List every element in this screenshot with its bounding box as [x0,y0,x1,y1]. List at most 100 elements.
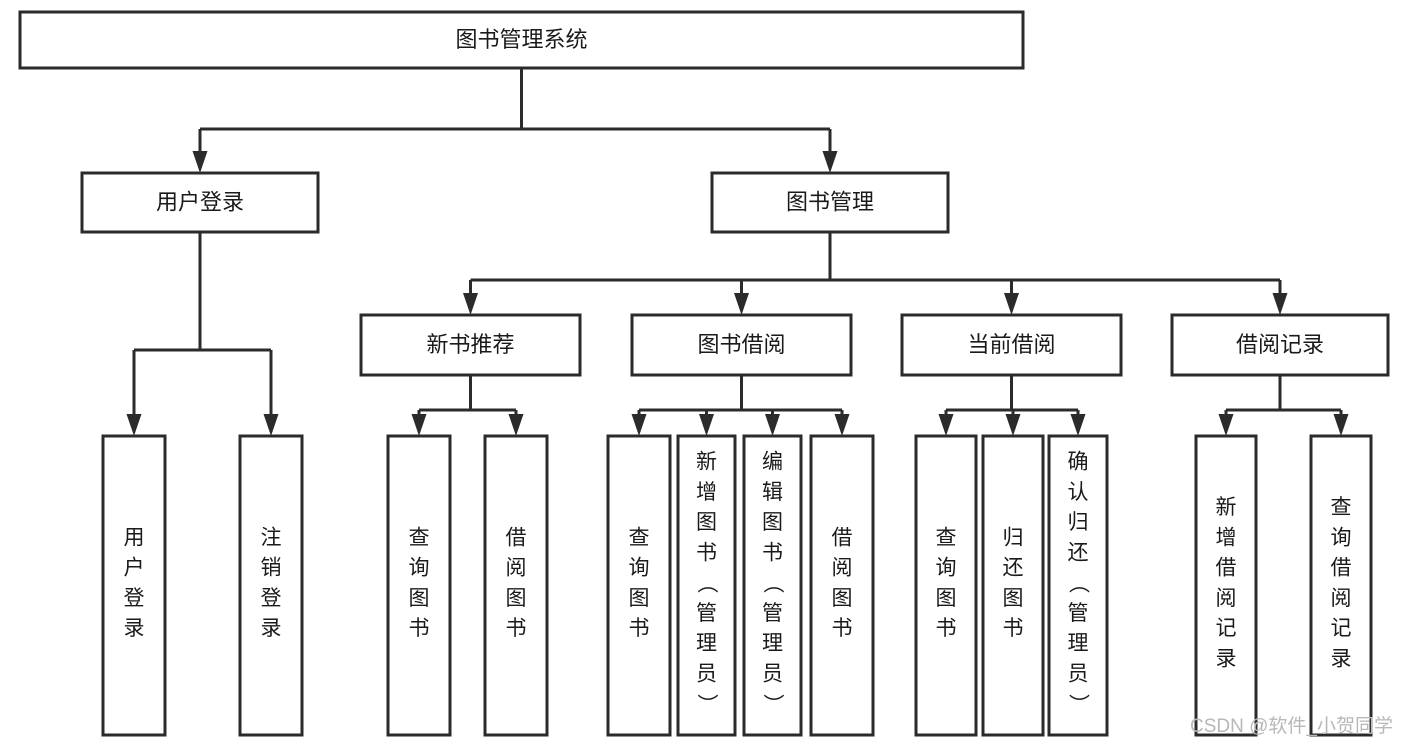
node-user-login[interactable]: 用户登录 [80,171,320,234]
node-label-char: 书 [409,617,430,640]
node-box[interactable] [981,434,1045,737]
node-label-char: 编 [762,451,783,474]
node-label-char: 询 [409,557,430,580]
node-label-char: （ [695,572,718,593]
node-label-char: 录 [124,617,145,640]
node-label-char: 查 [1331,496,1352,519]
node-label-char: 还 [1003,557,1024,580]
node-label-char: 查 [409,526,430,549]
node-label-char: 图 [936,587,957,610]
node-current-borrow[interactable]: 当前借阅 [900,313,1123,377]
node-label-char: 还 [1068,541,1089,564]
node-box[interactable] [900,313,1123,377]
node-box[interactable] [742,434,803,737]
node-label-char: 用 [124,526,145,549]
node-label-char: 书 [832,617,853,640]
node-box[interactable] [1047,434,1109,737]
node-label-char: （ [761,572,784,593]
arrow-head [699,414,714,436]
node-label-char: 员 [762,662,783,685]
arrow-head [463,293,478,315]
node-box[interactable] [676,434,737,737]
node-label-char: 员 [1068,662,1089,685]
node-box[interactable] [809,434,875,737]
node-label-char: 销 [261,557,282,580]
node-label-char: 新 [1216,496,1237,519]
node-label-char: 管 [762,602,783,625]
node-label-char: 管 [1068,602,1089,625]
node-borrow-record[interactable]: 借阅记录 [1170,313,1390,377]
node-box[interactable] [606,434,672,737]
node-label-char: 图 [832,587,853,610]
node-label-char: 书 [696,541,717,564]
node-leaf-user-login[interactable]: 用户登录 [101,434,167,737]
node-root[interactable]: 图书管理系统 [18,10,1025,70]
node-label-char: 借 [1216,557,1237,580]
node-new-book-recommend[interactable]: 新书推荐 [359,313,582,377]
node-label-char: 阅 [832,557,853,580]
arrow-head [822,151,838,173]
arrow-head [1005,414,1021,436]
node-label-char: 书 [506,617,527,640]
node-label-char: 查 [629,526,650,549]
arrow-head [938,414,954,436]
node-label-char: 录 [1331,647,1352,670]
node-book-borrow[interactable]: 图书借阅 [630,313,853,377]
node-label: 用户登录 [156,189,244,214]
node-label-char: 查 [936,526,957,549]
node-label-char: 员 [696,662,717,685]
node-label: 图书管理 [786,189,874,214]
node-label: 当前借阅 [967,332,1055,357]
node-label-char: 认 [1068,481,1089,504]
node-box[interactable] [710,171,950,234]
node-box[interactable] [359,313,582,377]
node-box[interactable] [386,434,452,737]
node-box[interactable] [18,10,1025,70]
node-book-manage[interactable]: 图书管理 [710,171,950,234]
node-label-char: 理 [1068,632,1089,655]
node-label-char: 图 [506,587,527,610]
node-label-char: 增 [1216,526,1237,549]
node-label-char: 书 [936,617,957,640]
node-box[interactable] [80,171,320,234]
node-box[interactable] [1170,313,1390,377]
node-label-char: 记 [1216,617,1237,640]
node-box[interactable] [914,434,978,737]
node-box[interactable] [483,434,549,737]
node-box[interactable] [1309,434,1373,737]
node-label-char: 书 [629,617,650,640]
node-box[interactable] [101,434,167,737]
node-label-char: 记 [1331,617,1352,640]
node-box[interactable] [630,313,853,377]
node-label-char: 注 [261,526,282,549]
arrow-head [734,293,749,315]
node-label-char: 阅 [1216,587,1237,610]
node-label-char: 登 [124,587,145,610]
arrow-head [1333,414,1349,436]
arrow-head [411,414,427,436]
node-box[interactable] [1194,434,1258,737]
node-label-char: 管 [696,602,717,625]
arrow-head [765,414,780,436]
node-label-char: 图 [629,587,650,610]
node-label-char: 归 [1003,526,1024,549]
arrow-head [834,414,850,436]
arrow-head [1004,293,1019,315]
node-box[interactable] [238,434,304,737]
node-label-char: 图 [696,511,717,534]
node-label-char: 户 [124,557,145,580]
node-label-char: 书 [762,541,783,564]
